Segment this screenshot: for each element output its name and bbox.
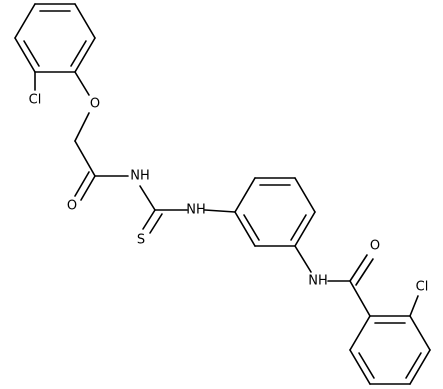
phenylene-ring-center	[234, 177, 316, 247]
atom-cl-top: Cl	[29, 93, 42, 108]
atom-nh-1: NH	[130, 169, 150, 184]
atom-o-carbonyl-1: O	[67, 199, 77, 214]
atom-cl-bottom: Cl	[416, 280, 429, 295]
atom-s-thione: S	[137, 233, 145, 248]
atom-o-carbonyl-2: O	[370, 239, 380, 254]
atom-nh-2: NH	[186, 203, 206, 218]
chlorophenyl-ring-bottom	[349, 315, 431, 385]
chain-bonds	[34, 71, 419, 317]
atom-nh-3: NH	[308, 274, 328, 289]
atom-labels: Cl O O NH NH S O NH Cl	[29, 93, 429, 295]
chlorophenyl-ring-top	[14, 3, 96, 73]
atom-o-ether: O	[90, 97, 100, 112]
